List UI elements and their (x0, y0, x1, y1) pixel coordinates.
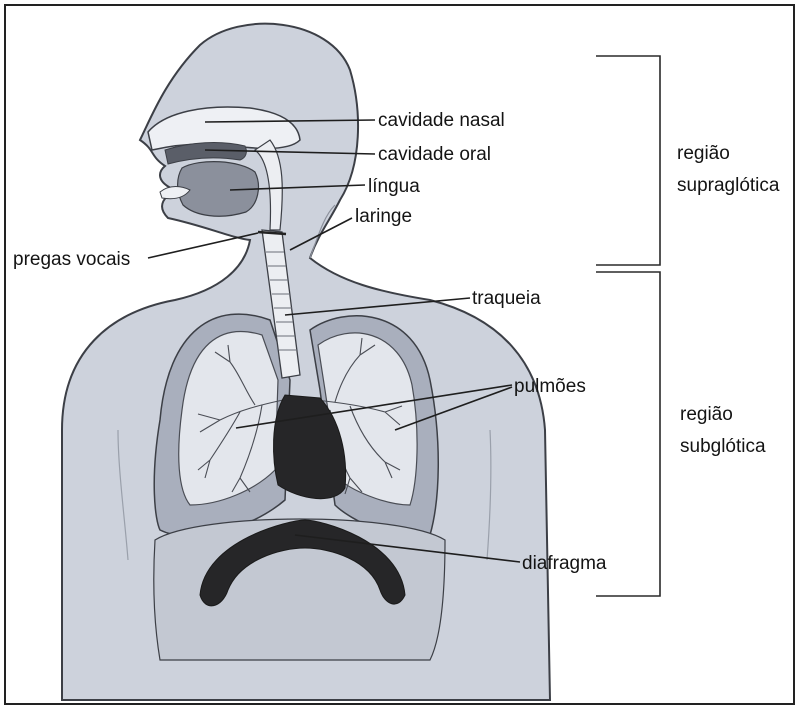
label-cavidade-oral: cavidade oral (378, 144, 491, 165)
label-cavidade-nasal: cavidade nasal (378, 110, 505, 131)
bracket-subglotica (596, 272, 660, 596)
label-regiao-subglotica-line2: subglótica (680, 436, 766, 457)
label-regiao-subglotica-line1: região (680, 404, 733, 425)
label-regiao-supraglotica-line1: região (677, 143, 730, 164)
label-laringe: laringe (355, 206, 412, 227)
label-pregas-vocais: pregas vocais (13, 249, 130, 270)
label-pulmoes: pulmões (514, 376, 586, 397)
label-traqueia: traqueia (472, 288, 541, 309)
bracket-supraglotica (596, 56, 660, 265)
label-regiao-supraglotica-line2: supraglótica (677, 175, 780, 196)
label-lingua: língua (368, 176, 420, 197)
label-diafragma: diafragma (522, 553, 607, 574)
leader-pregas-vocais (148, 233, 258, 258)
